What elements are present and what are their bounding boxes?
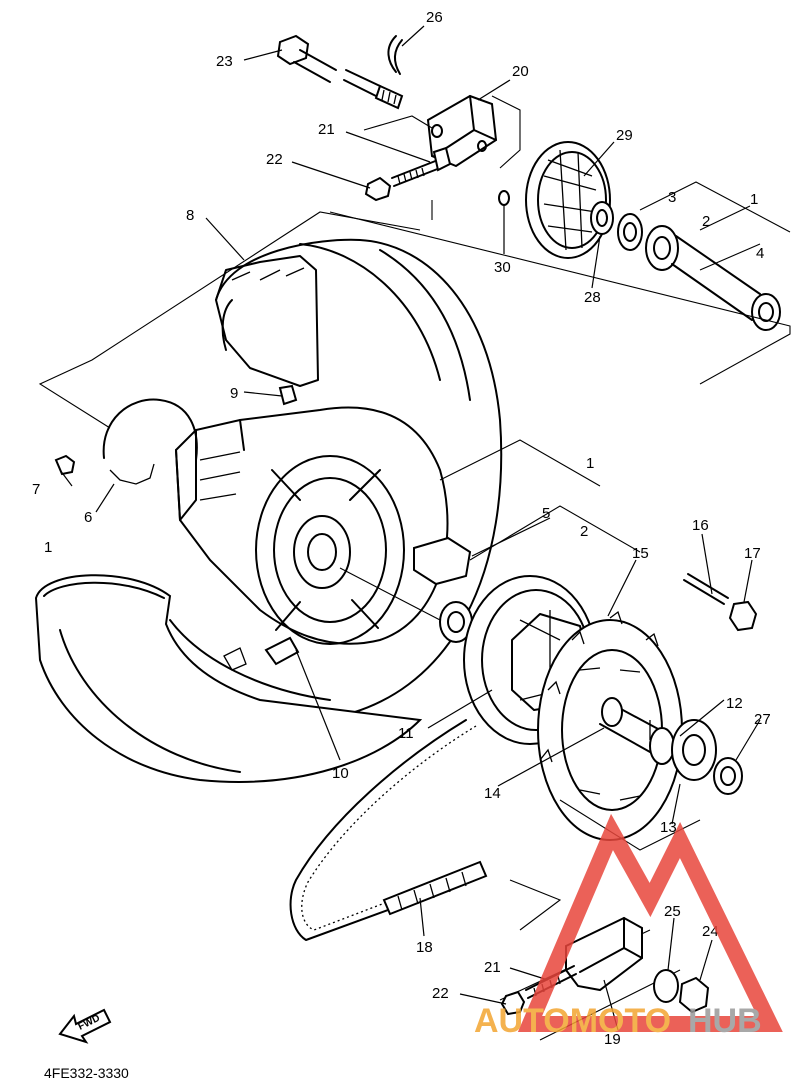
tire-lower-part (34, 574, 423, 783)
cotter-pin-part (387, 35, 403, 75)
group-outline-wheel (38, 211, 791, 429)
callout-11: 11 (398, 725, 414, 742)
drive-chain-part (289, 719, 488, 941)
adjuster-nut-part (364, 176, 392, 202)
callout-12: 12 (726, 695, 743, 712)
callout-4: 4 (756, 245, 764, 262)
callout-6: 6 (84, 509, 92, 526)
callout-labels: 1 2 3 4 5 6 7 8 9 10 11 12 13 14 15 16 1… (32, 9, 771, 1048)
group-bracket-top (639, 181, 791, 271)
callout-26: 26 (426, 9, 443, 26)
callout-8: 8 (186, 207, 194, 224)
callout-13: 13 (660, 819, 677, 836)
wheel-hub-part (174, 406, 449, 645)
callout-1: 1 (750, 191, 758, 208)
watermark-text-hub: HUB (688, 1002, 762, 1040)
diagram-code: 4FE332-3330 (44, 1065, 129, 1081)
callout-14: 14 (484, 785, 501, 802)
callout-2-mid: 2 (580, 523, 588, 540)
callout-27: 27 (754, 711, 771, 728)
front-axle-stack-part (590, 201, 781, 331)
callout-5: 5 (542, 505, 550, 522)
callout-20: 20 (512, 63, 529, 80)
callout-1-mid: 1 (586, 455, 594, 472)
fwd-arrow-icon: FWD (58, 1008, 112, 1044)
callout-21-lower: 21 (484, 959, 501, 976)
damper-part (264, 636, 300, 666)
watermark-text-automoto: AUTOMOTO (474, 1002, 671, 1040)
rear-axle-stack-part (599, 697, 743, 795)
callout-18: 18 (416, 939, 433, 956)
callout-7: 7 (32, 481, 40, 498)
callout-30: 30 (494, 259, 511, 276)
axle-bolt-part (276, 34, 404, 110)
callout-15: 15 (632, 545, 649, 562)
callout-22: 22 (266, 151, 283, 168)
center-bearing-part (413, 536, 473, 643)
callout-16: 16 (692, 517, 709, 534)
lower-chain-adjuster-part (500, 916, 710, 1016)
callout-21: 21 (318, 121, 335, 138)
callout-23: 23 (216, 53, 233, 70)
callout-9: 9 (230, 385, 238, 402)
watermark-logo: AUTOMOTO HUB (474, 813, 783, 1040)
callout-2: 2 (702, 213, 710, 230)
callout-1-left: 1 (44, 539, 52, 556)
callout-28: 28 (584, 289, 601, 306)
brake-panel-part (498, 141, 611, 259)
callout-29: 29 (616, 127, 633, 144)
brake-shoe-part (54, 384, 298, 485)
callout-3: 3 (668, 189, 676, 206)
callout-17: 17 (744, 545, 761, 562)
adjuster-bolt-part (391, 146, 452, 187)
callout-25: 25 (664, 903, 681, 920)
callout-22-lower: 22 (432, 985, 449, 1002)
leader-lines (59, 25, 761, 1031)
callout-10: 10 (332, 765, 349, 782)
callout-19: 19 (604, 1031, 621, 1048)
